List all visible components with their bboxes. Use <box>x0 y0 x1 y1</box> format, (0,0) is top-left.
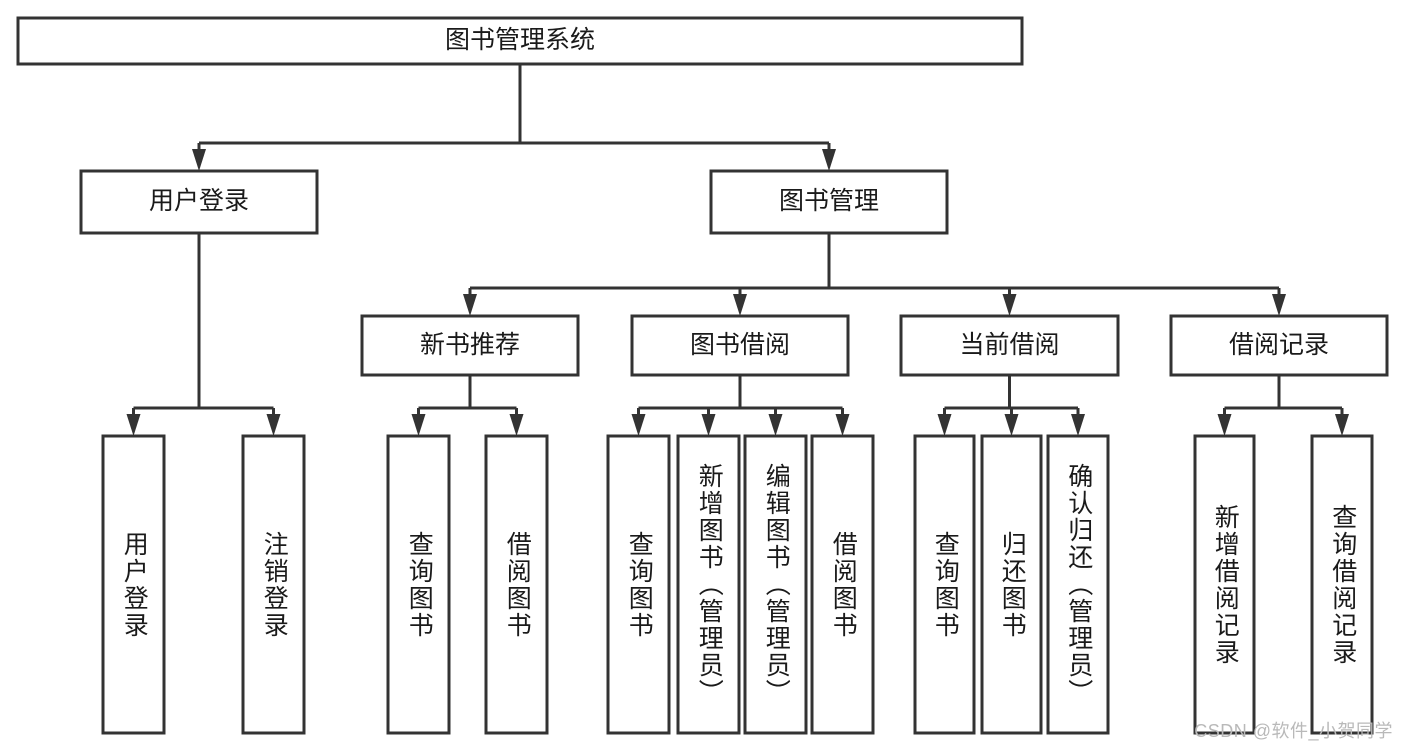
node-box-layer <box>16 16 1389 735</box>
arrowhead-icon <box>1335 414 1349 436</box>
arrowhead-icon <box>631 414 646 436</box>
arrowhead-icon <box>822 149 836 171</box>
node-borrow-book-2[interactable] <box>812 436 873 733</box>
node-box-borrow-book-1[interactable] <box>484 434 549 735</box>
node-box-edit-book-admin[interactable] <box>743 434 808 735</box>
node-query-book-2[interactable] <box>608 436 669 733</box>
node-user-login-do[interactable] <box>103 436 164 733</box>
node-current-borrow[interactable] <box>901 316 1118 375</box>
arrowhead-icon <box>463 294 477 316</box>
node-box-new-book-recommend[interactable] <box>360 314 580 377</box>
node-box-return-book[interactable] <box>980 434 1043 735</box>
node-add-borrow-record[interactable] <box>1195 436 1254 733</box>
arrowhead-icon <box>126 414 141 436</box>
node-query-borrow-record[interactable] <box>1312 436 1372 733</box>
node-new-book-recommend[interactable] <box>362 316 578 375</box>
node-edit-book-admin[interactable] <box>745 436 806 733</box>
node-box-add-borrow-record[interactable] <box>1193 434 1256 735</box>
node-box-query-book-3[interactable] <box>913 434 976 735</box>
arrowhead-icon <box>411 414 426 436</box>
node-query-book-1[interactable] <box>388 436 449 733</box>
connector-layer <box>126 64 1349 436</box>
node-confirm-return-admin[interactable] <box>1048 436 1108 733</box>
arrowhead-icon <box>768 414 783 436</box>
node-box-query-book-1[interactable] <box>386 434 451 735</box>
node-root[interactable] <box>18 18 1022 64</box>
node-box-book-borrow[interactable] <box>630 314 850 377</box>
node-box-current-borrow[interactable] <box>899 314 1120 377</box>
arrowhead-icon <box>1002 294 1017 316</box>
node-add-book-admin[interactable] <box>678 436 739 733</box>
node-book-borrow[interactable] <box>632 316 848 375</box>
arrowhead-icon <box>1217 414 1232 436</box>
node-box-query-book-2[interactable] <box>606 434 671 735</box>
node-user-login[interactable] <box>81 171 317 233</box>
arrowhead-icon <box>701 414 716 436</box>
arrowhead-icon <box>835 414 850 436</box>
node-book-manage[interactable] <box>711 171 947 233</box>
node-box-confirm-return-admin[interactable] <box>1046 434 1110 735</box>
arrowhead-icon <box>509 414 524 436</box>
node-query-book-3[interactable] <box>915 436 974 733</box>
node-box-book-manage[interactable] <box>709 169 949 235</box>
node-box-user-login[interactable] <box>79 169 319 235</box>
node-box-root[interactable] <box>16 16 1024 66</box>
arrowhead-icon <box>1272 294 1286 316</box>
arrowhead-icon <box>937 414 952 436</box>
node-box-query-borrow-record[interactable] <box>1310 434 1374 735</box>
node-return-book[interactable] <box>982 436 1041 733</box>
arrowhead-icon <box>1004 414 1019 436</box>
node-box-user-login-do[interactable] <box>101 434 166 735</box>
node-borrow-book-1[interactable] <box>486 436 547 733</box>
arrowhead-icon <box>733 294 747 316</box>
node-borrow-record[interactable] <box>1171 316 1387 375</box>
node-box-borrow-record[interactable] <box>1169 314 1389 377</box>
arrowhead-icon <box>192 149 206 171</box>
node-box-user-logout[interactable] <box>241 434 306 735</box>
node-box-add-book-admin[interactable] <box>676 434 741 735</box>
watermark-text: CSDN @软件_小贺同学 <box>1194 721 1393 741</box>
node-box-borrow-book-2[interactable] <box>810 434 875 735</box>
arrowhead-icon <box>1071 414 1085 436</box>
arrowhead-icon <box>266 414 281 436</box>
node-user-logout[interactable] <box>243 436 304 733</box>
